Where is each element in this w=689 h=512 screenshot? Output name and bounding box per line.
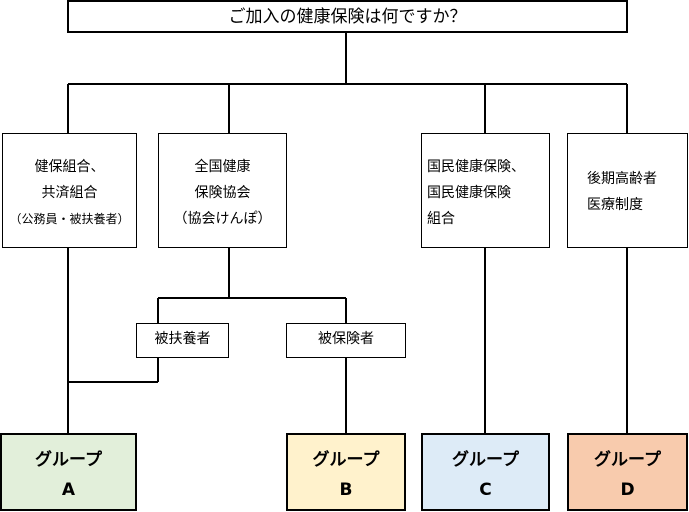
- sub-category-label: 被保険者: [318, 331, 374, 347]
- group-label: グループ: [594, 450, 661, 470]
- category-note: （公務員・被扶養者）: [9, 212, 130, 226]
- group-label: グループ: [452, 450, 519, 470]
- question-text: ご加入の健康保険は何ですか？: [228, 7, 467, 27]
- question-box: ご加入の健康保険は何ですか？: [67, 0, 628, 33]
- sub-category-label: 被扶養者: [154, 331, 211, 347]
- category-kokumin-kenko-hoken: 国民健康保険、 国民健康保険 組合: [421, 133, 550, 248]
- category-line: 共済組合: [41, 185, 98, 201]
- sub-category-dependent: 被扶養者: [136, 323, 229, 358]
- category-koki-koreisha: 後期高齢者 医療制度: [567, 133, 688, 248]
- category-line: 医療制度: [587, 197, 643, 213]
- group-letter: B: [339, 480, 353, 500]
- sub-category-insured: 被保険者: [286, 323, 406, 358]
- category-line: 保険協会: [194, 185, 251, 201]
- group-letter: C: [479, 480, 492, 500]
- group-letter: D: [620, 480, 635, 500]
- category-line: 後期高齢者: [587, 171, 657, 187]
- group-c-box: グループ C: [421, 433, 550, 511]
- category-kyokai-kenpo: 全国健康 保険協会 （協会けんぽ）: [158, 133, 287, 248]
- category-line: （協会けんぽ）: [173, 211, 272, 227]
- group-letter: A: [61, 480, 76, 500]
- group-b-box: グループ B: [286, 433, 406, 511]
- category-line: 国民健康保険: [427, 185, 511, 201]
- group-a-box: グループ A: [0, 433, 137, 511]
- category-line: 全国健康: [194, 159, 251, 175]
- group-label: グループ: [35, 450, 102, 470]
- group-d-box: グループ D: [567, 433, 688, 511]
- category-line: 国民健康保険、: [427, 159, 525, 175]
- group-label: グループ: [312, 450, 380, 470]
- category-line: 組合: [427, 211, 455, 227]
- category-kenpo-kyosai: 健保組合、 共済組合 （公務員・被扶養者）: [2, 133, 137, 248]
- category-line: 健保組合、: [34, 159, 105, 175]
